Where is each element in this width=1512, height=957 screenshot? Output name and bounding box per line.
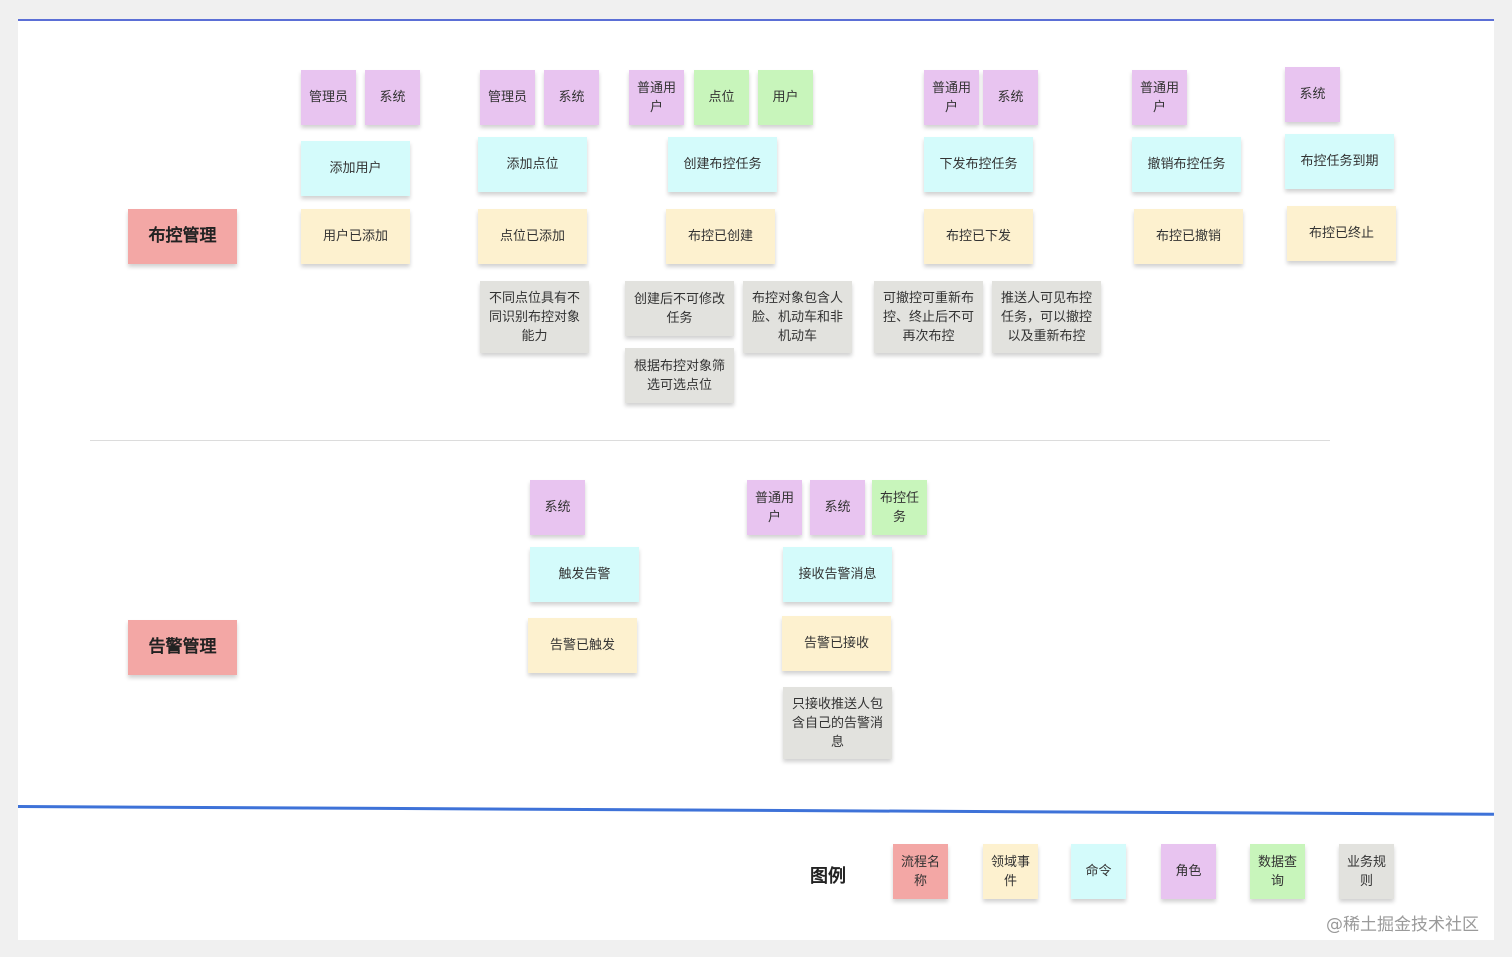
command-note: 触发告警 — [530, 547, 639, 602]
legend-rule: 业务规则 — [1339, 844, 1394, 899]
rule-note: 推送人可见布控任务，可以撤控以及重新布控 — [992, 281, 1101, 353]
event-note: 布控已下发 — [924, 209, 1033, 264]
query-note: 布控任务 — [872, 480, 927, 535]
role-note: 系统 — [530, 480, 585, 535]
command-note: 创建布控任务 — [668, 137, 777, 192]
legend-process: 流程名称 — [893, 844, 948, 899]
role-note: 管理员 — [301, 70, 356, 125]
role-note: 系统 — [365, 70, 420, 125]
command-note: 撤销布控任务 — [1132, 137, 1241, 192]
legend-command: 命令 — [1071, 844, 1126, 899]
query-note: 点位 — [694, 70, 749, 125]
rule-note: 根据布控对象筛选可选点位 — [625, 348, 734, 403]
role-note: 普通用户 — [629, 70, 684, 125]
command-note: 添加点位 — [478, 137, 587, 192]
event-note: 布控已创建 — [666, 209, 775, 264]
event-note: 告警已触发 — [528, 618, 637, 673]
legend-role: 角色 — [1161, 844, 1216, 899]
legend-event: 领域事件 — [983, 844, 1038, 899]
legend-title: 图例 — [810, 866, 846, 887]
role-note: 普通用户 — [747, 480, 802, 535]
lane-title-alarm: 告警管理 — [128, 620, 237, 675]
event-note: 布控已撤销 — [1134, 209, 1243, 264]
role-note: 系统 — [810, 480, 865, 535]
legend-query: 数据查询 — [1250, 844, 1305, 899]
role-note: 管理员 — [480, 70, 535, 125]
event-note: 告警已接收 — [782, 616, 891, 671]
rule-note: 布控对象包含人脸、机动车和非机动车 — [743, 281, 852, 353]
rule-note: 可撤控可重新布控、终止后不可再次布控 — [874, 281, 983, 353]
command-note: 接收告警消息 — [783, 547, 892, 602]
watermark: @稀土掘金技术社区 — [1326, 915, 1479, 935]
event-note: 用户已添加 — [301, 209, 410, 264]
rule-note: 只接收推送人包含自己的告警消息 — [783, 687, 892, 759]
top-divider — [18, 19, 1494, 21]
lane-divider — [90, 440, 1330, 441]
event-note: 布控已终止 — [1287, 206, 1396, 261]
lane-title-monitor: 布控管理 — [128, 209, 237, 264]
role-note: 普通用户 — [1132, 70, 1187, 125]
role-note: 普通用户 — [924, 70, 979, 125]
query-note: 用户 — [758, 70, 813, 125]
event-note: 点位已添加 — [478, 209, 587, 264]
command-note: 布控任务到期 — [1285, 134, 1394, 189]
command-note: 下发布控任务 — [924, 137, 1033, 192]
rule-note: 创建后不可修改任务 — [625, 281, 734, 336]
command-note: 添加用户 — [301, 141, 410, 196]
role-note: 系统 — [1285, 67, 1340, 122]
role-note: 系统 — [544, 70, 599, 125]
role-note: 系统 — [983, 70, 1038, 125]
rule-note: 不同点位具有不同识别布控对象能力 — [480, 281, 589, 353]
